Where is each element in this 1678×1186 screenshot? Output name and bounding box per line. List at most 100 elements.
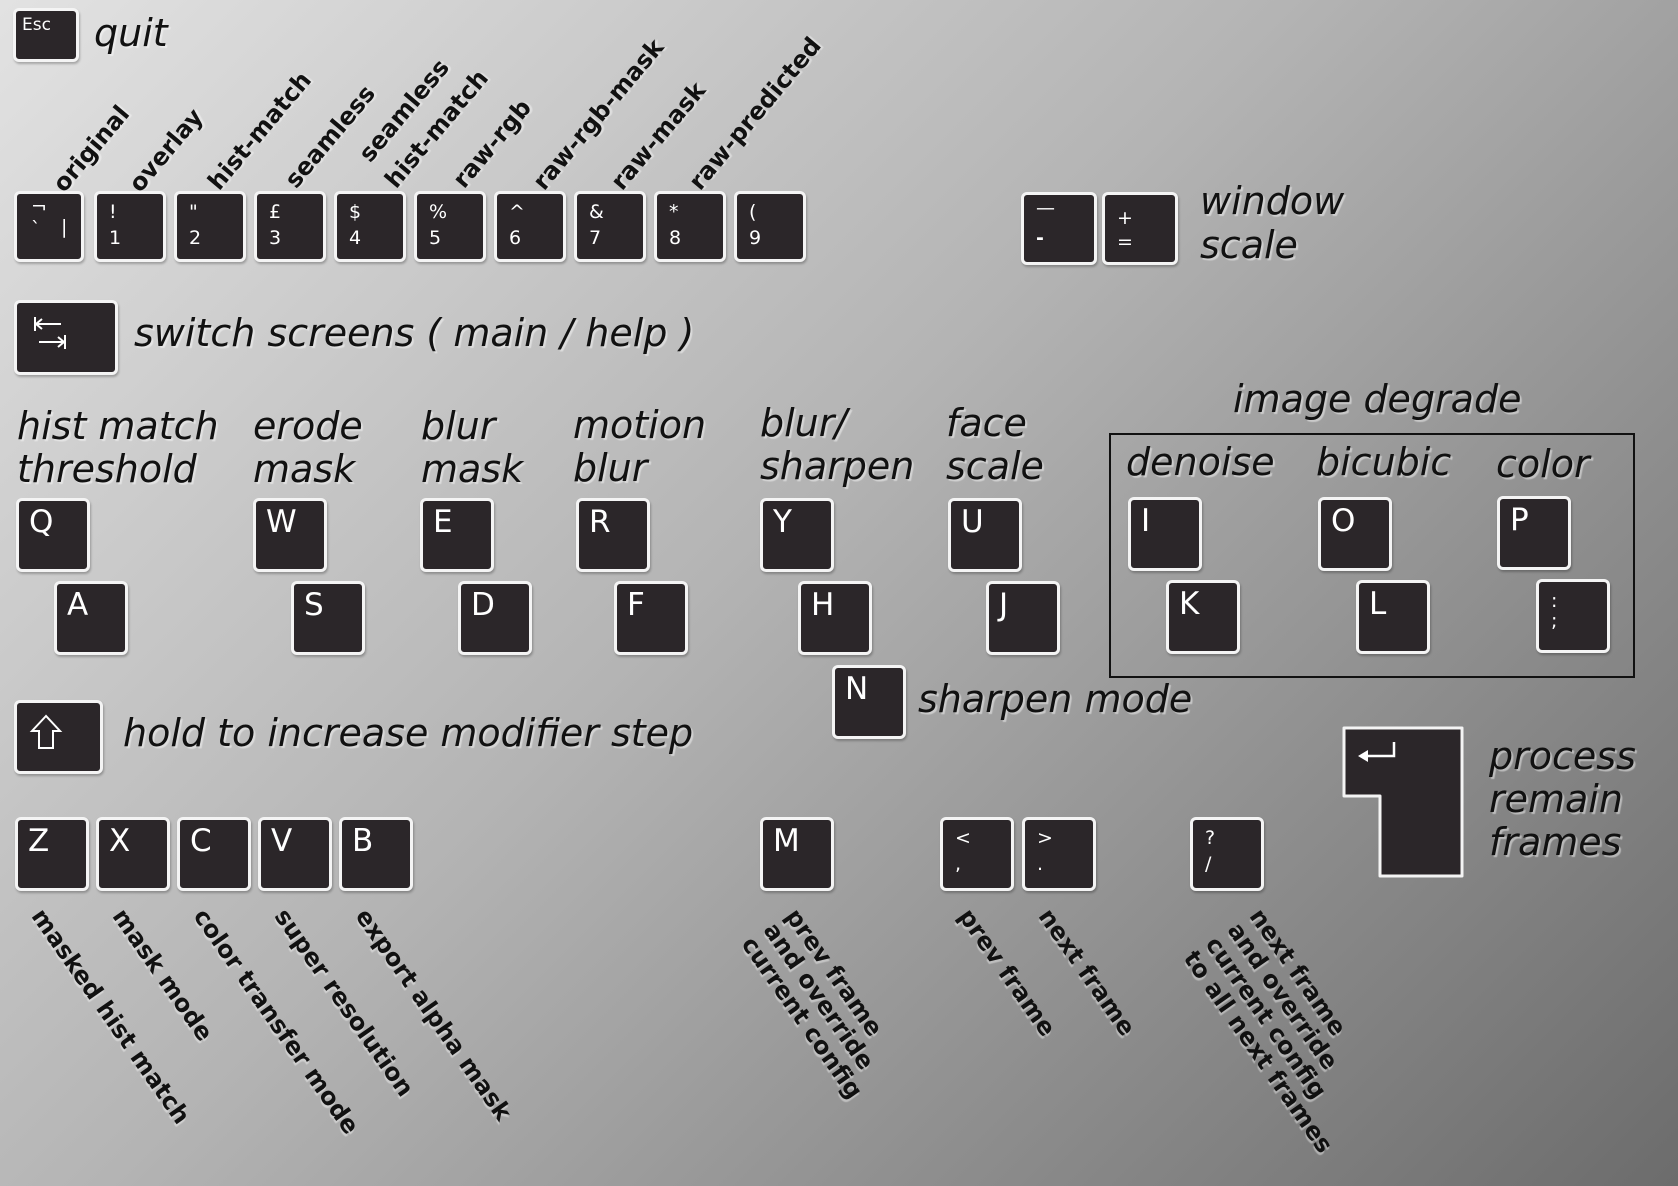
key-3-bottom: 3 [269,227,282,249]
mod-label-erode-2: mask [253,447,356,491]
mod-label-hist-match-2: threshold [17,447,197,491]
key-r[interactable]: R [576,498,650,572]
key-r-label: R [589,504,611,540]
key-1-top: ! [109,201,117,223]
key-slash[interactable]: ? / [1190,817,1264,891]
mod-label-face-2: scale [946,444,1044,488]
key-1-bottom: 1 [109,227,122,249]
key-3-top: £ [269,201,282,223]
toggle-label-masked-hist-match: masked hist match [25,903,196,1130]
key-8[interactable]: * 8 [654,191,726,262]
mod-label-blursharpen-1: blur/ [760,401,848,445]
mod-label-erode-1: erode [253,404,363,448]
key-backtick-bottom: ` [31,218,41,240]
enter-key[interactable] [1338,722,1470,884]
key-s[interactable]: S [291,581,365,655]
key-backtick-pipe: | [61,216,68,238]
mode-label-raw-predicted: raw-predicted [683,31,827,196]
key-period-top: > [1037,827,1053,849]
tab-label: switch screens ( main / help ) [134,311,695,355]
key-h[interactable]: H [798,581,872,655]
key-b[interactable]: B [339,817,413,891]
degrade-label-color: color [1496,442,1590,486]
key-c-label: C [190,823,212,859]
key-k[interactable]: K [1166,580,1240,654]
key-7[interactable]: & 7 [574,191,646,262]
key-o[interactable]: O [1318,497,1392,571]
key-n-label: N [845,671,869,707]
degrade-label-bicubic: bicubic [1316,440,1452,484]
key-minus-bottom: - [1036,227,1044,249]
key-a[interactable]: A [54,581,128,655]
key-1[interactable]: ! 1 [94,191,166,262]
toggle-label-color-transfer: color transfer mode [187,903,365,1140]
key-z[interactable]: Z [15,817,89,891]
key-l-label: L [1369,586,1387,622]
key-j[interactable]: J [986,581,1060,655]
key-q-label: Q [29,504,54,540]
key-equals[interactable]: + = [1102,192,1178,265]
key-comma-bottom: , [955,853,962,875]
key-c[interactable]: C [177,817,251,891]
mod-label-motion-2: blur [573,446,648,490]
shift-key[interactable] [14,700,103,774]
key-6-bottom: 6 [509,227,522,249]
key-4-bottom: 4 [349,227,362,249]
image-degrade-title: image degrade [1233,377,1522,421]
key-semicolon[interactable]: : ; [1536,579,1610,653]
key-d[interactable]: D [458,581,532,655]
key-period-bottom: . [1037,853,1044,875]
window-scale-label-2: scale [1200,223,1298,267]
key-f-label: F [627,587,645,623]
key-i-label: I [1141,503,1151,539]
key-i[interactable]: I [1128,497,1202,571]
key-period[interactable]: > . [1022,817,1096,891]
key-9[interactable]: ( 9 [734,191,806,262]
key-v-label: V [271,823,293,859]
key-6[interactable]: ^ 6 [494,191,566,262]
key-5-bottom: 5 [429,227,442,249]
key-q[interactable]: Q [16,498,90,572]
key-minus-top: — [1036,197,1055,219]
key-minus[interactable]: — - [1021,192,1097,265]
key-m[interactable]: M [760,817,834,891]
key-y[interactable]: Y [760,498,834,572]
key-v[interactable]: V [258,817,332,891]
key-9-bottom: 9 [749,227,762,249]
enter-return-icon [1358,742,1396,762]
key-w[interactable]: W [253,498,327,572]
key-e[interactable]: E [420,498,494,572]
key-4[interactable]: $ 4 [334,191,406,262]
shift-arrow-icon [29,714,63,749]
key-5[interactable]: % 5 [414,191,486,262]
key-x[interactable]: X [96,817,170,891]
key-u[interactable]: U [948,498,1022,572]
toggle-label-super-resolution: super resolution [268,903,420,1102]
key-comma[interactable]: < , [940,817,1014,891]
mod-label-blursharpen-2: sharpen [760,444,915,488]
key-x-label: X [109,823,131,859]
esc-key[interactable]: Esc [13,8,79,62]
key-z-label: Z [28,823,50,859]
key-l[interactable]: L [1356,580,1430,654]
key-p-label: P [1510,502,1529,538]
key-9-top: ( [749,201,757,223]
key-6-top: ^ [509,201,525,223]
key-y-label: Y [773,504,792,540]
esc-key-label: Esc [22,15,51,35]
key-n[interactable]: N [832,665,906,739]
key-equals-bottom: = [1117,231,1133,253]
key-3[interactable]: £ 3 [254,191,326,262]
key-w-label: W [266,504,297,540]
enter-label-1: process [1489,734,1636,778]
image-degrade-box [1109,433,1635,678]
key-2[interactable]: " 2 [174,191,246,262]
key-u-label: U [961,504,984,540]
key-s-label: S [304,587,324,623]
tab-key[interactable] [14,300,118,375]
key-p[interactable]: P [1497,496,1571,570]
key-f[interactable]: F [614,581,688,655]
key-4-top: $ [349,201,362,223]
key-backtick[interactable]: ¬ ` | [14,191,84,262]
mode-label-raw-rgb-mask: raw-rgb-mask [527,33,670,196]
